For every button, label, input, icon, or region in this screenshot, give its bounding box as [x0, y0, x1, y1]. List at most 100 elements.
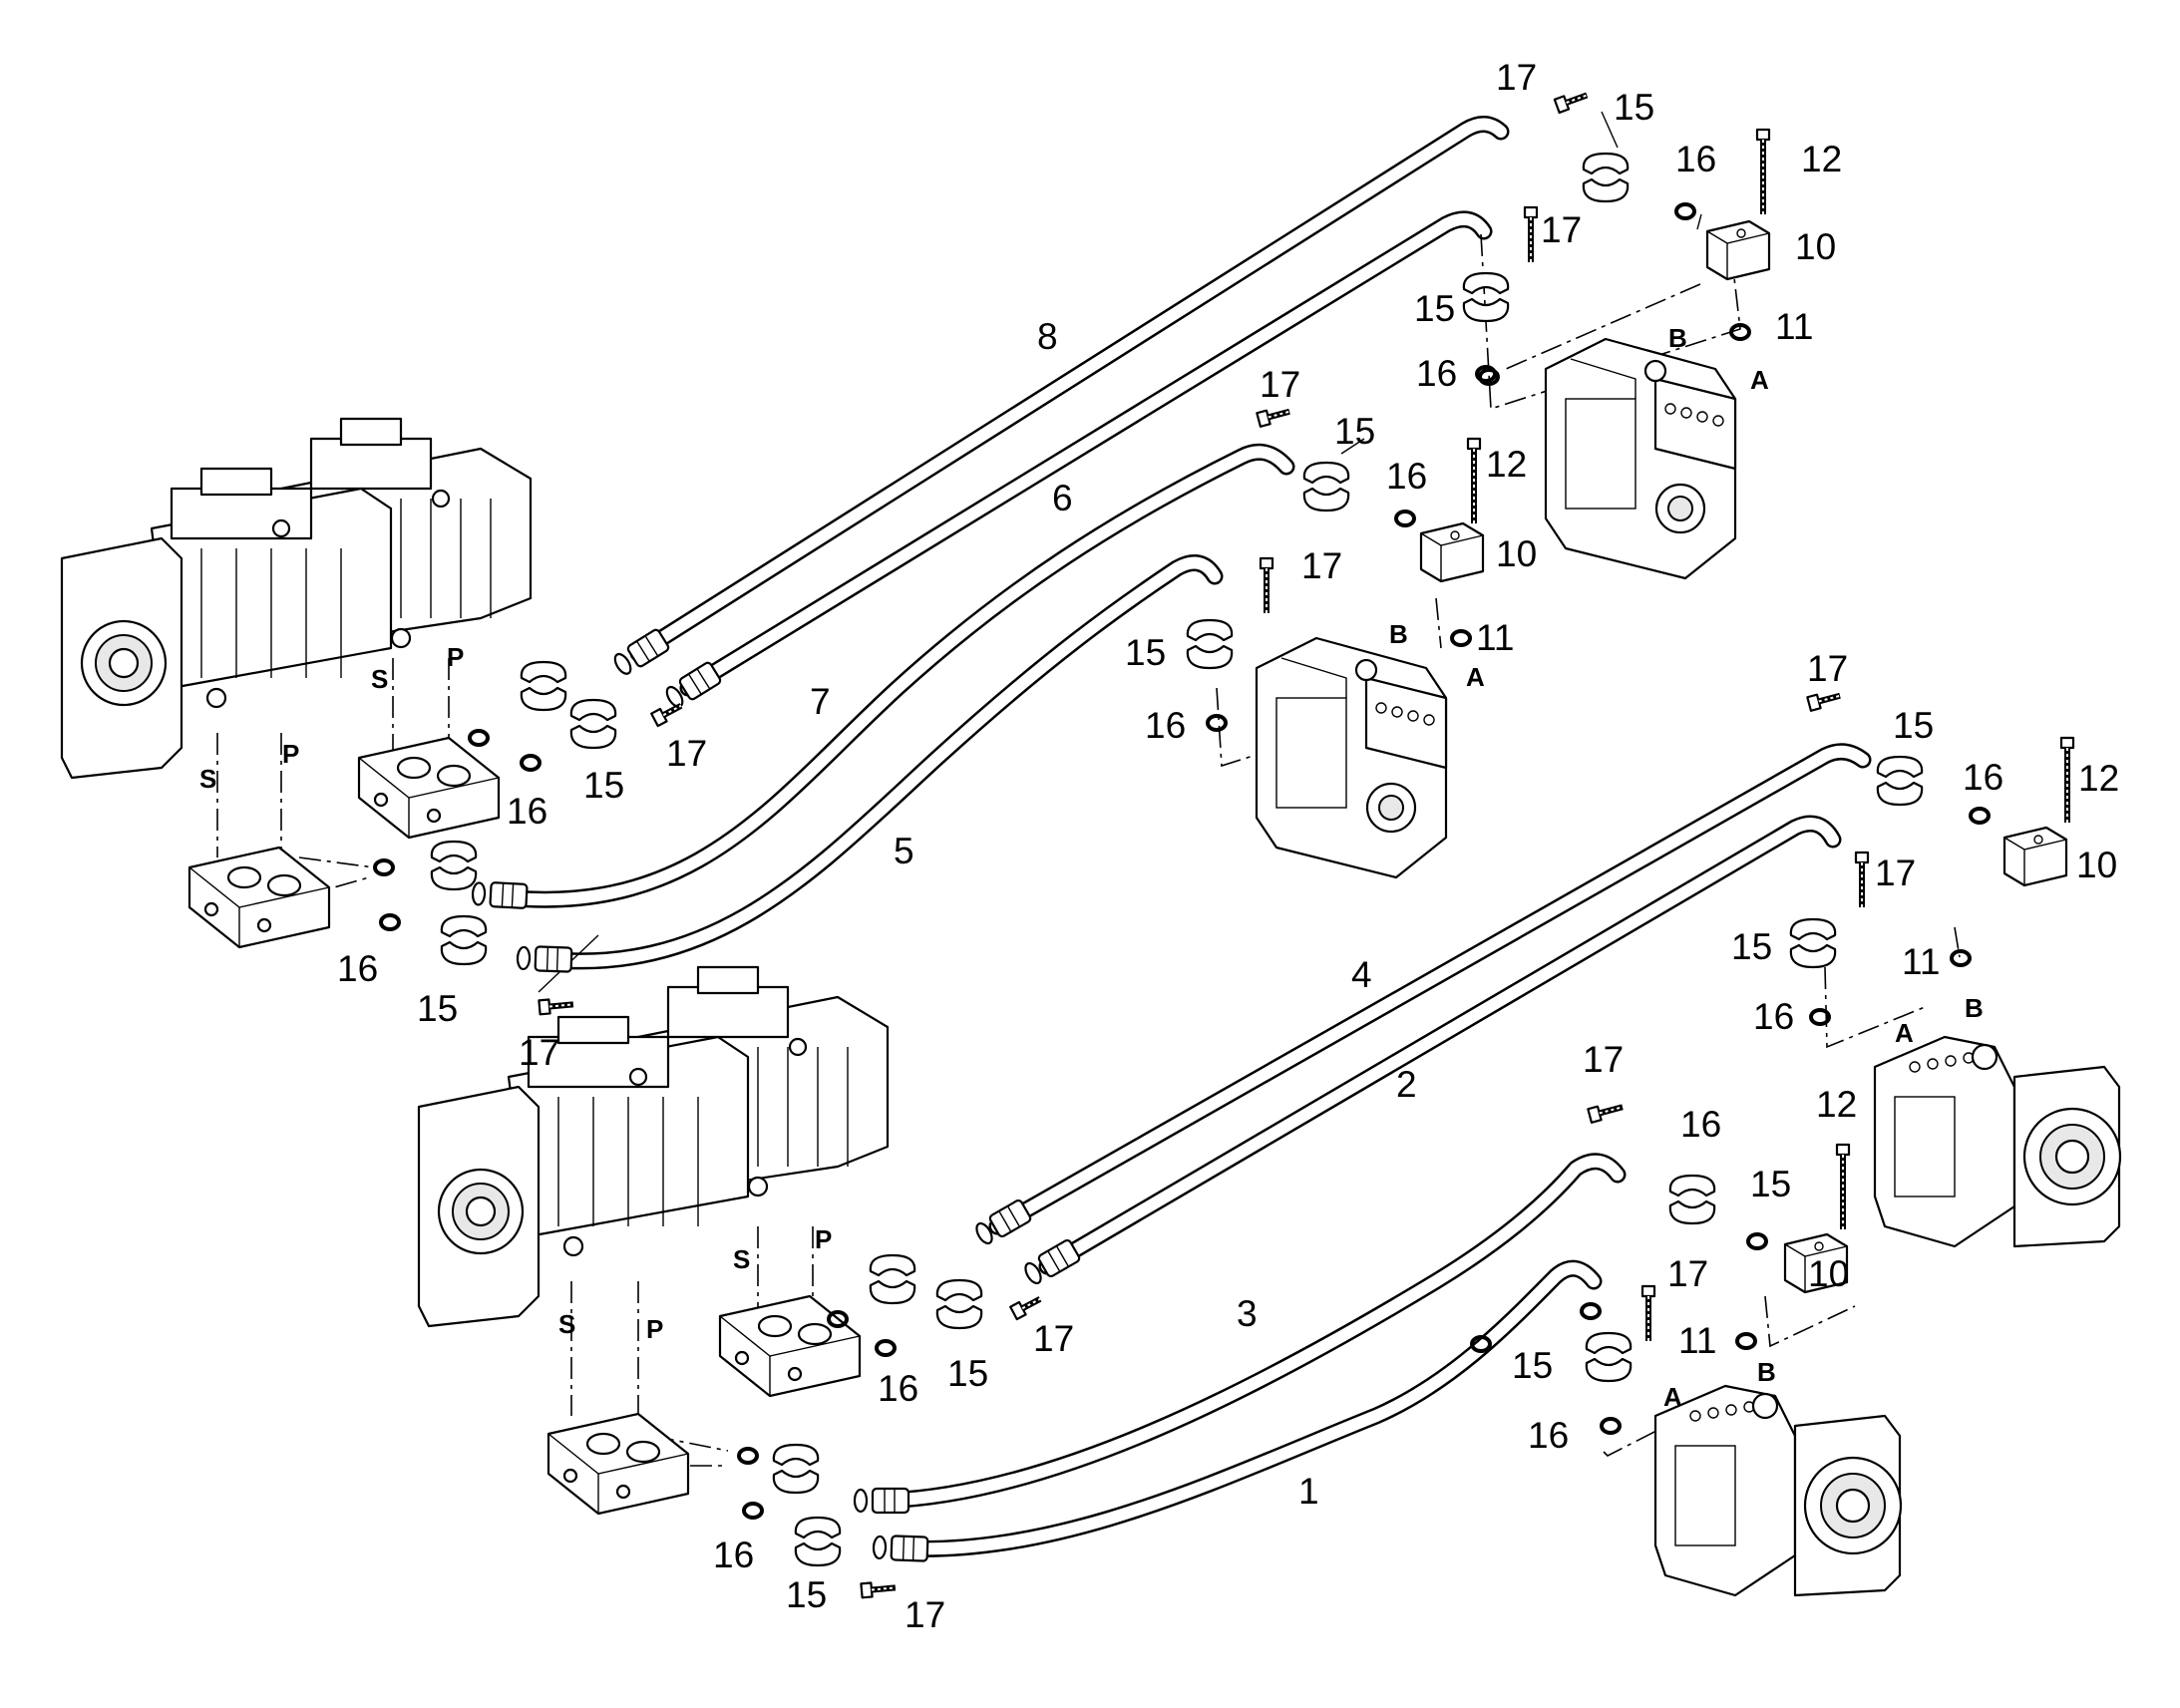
block-10-a	[1705, 219, 1771, 281]
port-label-S-pS4: S	[733, 1244, 750, 1274]
hose-5	[535, 554, 1224, 970]
hose-3-fitting	[853, 1487, 910, 1515]
callout-15-c15f: 15	[417, 988, 458, 1029]
motor-right-lower	[1653, 1384, 1903, 1597]
clamp-15-9	[1876, 755, 1924, 807]
callout-17-c17j: 17	[1667, 1253, 1708, 1294]
callout-16-c16j: 16	[1528, 1415, 1569, 1456]
hose-7-fitting	[471, 881, 529, 909]
clamp-15-12	[935, 1278, 983, 1330]
o-ring-11	[379, 913, 401, 931]
manifold-block-2	[187, 846, 331, 949]
hose-5-fitting	[516, 945, 573, 973]
callout-16-c16a: 16	[1675, 139, 1716, 179]
port-label-P-pP3: P	[646, 1314, 663, 1344]
o-ring-9	[520, 754, 542, 772]
assembly-line-17	[1824, 966, 1926, 1049]
port-label-A-pA3: A	[1895, 1018, 1914, 1048]
clamp-15-1	[1582, 152, 1630, 203]
block-10-b	[1419, 521, 1485, 583]
o-ring-13	[1950, 949, 1972, 967]
o-ring-2	[1729, 323, 1751, 341]
long-bolt-6	[1259, 556, 1274, 613]
hose-8	[629, 116, 1510, 662]
port-label-S-pS2: S	[371, 664, 388, 694]
clamp-15-16	[1585, 1331, 1633, 1383]
callout-1-c1: 1	[1298, 1471, 1319, 1512]
assembly-line-16	[1435, 597, 1442, 649]
callout-2-c2: 2	[1396, 1064, 1417, 1105]
motor-right-upper	[1873, 1035, 2122, 1248]
long-bolt-7	[1854, 851, 1870, 907]
o-ring-19	[1746, 1232, 1768, 1250]
callout-17-c17e: 17	[666, 733, 707, 774]
callout-15-c15i: 15	[1750, 1164, 1791, 1204]
clamp-15-15	[1668, 1174, 1716, 1225]
assembly-line-18	[1954, 926, 1961, 958]
clamp-15-5	[520, 660, 567, 712]
long-bolt-4	[1835, 1143, 1851, 1229]
callout-8-c8: 8	[1037, 316, 1058, 357]
o-ring-4	[1394, 510, 1416, 527]
port-label-S-pS3: S	[558, 1309, 575, 1339]
manifold-block-3	[718, 1294, 862, 1398]
callout-17-c17i: 17	[1583, 1039, 1624, 1080]
callout-15-c15g: 15	[1893, 705, 1934, 746]
o-ring-20	[1735, 1332, 1757, 1350]
callout-15-c15a: 15	[1614, 87, 1654, 128]
o-ring-6	[1206, 714, 1228, 732]
o-ring-18	[742, 1502, 764, 1520]
block-10-c	[2002, 826, 2068, 887]
port-label-B-pB1: B	[1668, 323, 1687, 353]
component-parts	[60, 92, 2122, 1599]
bolt-17-3	[650, 703, 683, 728]
o-ring-10	[373, 858, 395, 876]
callout-15-c15j: 15	[1512, 1345, 1553, 1386]
block-10-d	[1783, 1232, 1849, 1294]
long-bolt-3	[2059, 736, 2075, 823]
callout-12-c12c: 12	[2078, 758, 2119, 799]
manifold-block-1	[357, 736, 501, 840]
callout-15-c15c: 15	[1334, 411, 1375, 452]
callout-17-c17k: 17	[1033, 1318, 1074, 1359]
callout-11-c11a: 11	[1775, 306, 1813, 347]
callout-10-c10b: 10	[1496, 533, 1537, 574]
callout-7-c7: 7	[810, 681, 831, 722]
callout-11-c11d: 11	[1678, 1320, 1716, 1361]
long-bolt-2	[1466, 437, 1482, 523]
hose-2	[1038, 815, 1842, 1275]
callout-16-c16b: 16	[1416, 353, 1457, 394]
callout-16-c16d: 16	[1145, 705, 1186, 746]
callout-11-c11c: 11	[1902, 941, 1940, 982]
clamp-15-6	[569, 698, 617, 750]
clamp-15-11	[869, 1253, 916, 1305]
callout-17-c17d: 17	[1301, 545, 1342, 586]
hose-4-fitting	[975, 1198, 1032, 1245]
callout-15-c15k: 15	[947, 1353, 988, 1394]
manifold-block-4	[546, 1412, 690, 1516]
o-ring-1	[1674, 202, 1696, 220]
callout-15-c15b: 15	[1414, 288, 1455, 329]
callout-15-c15d: 15	[1125, 632, 1166, 673]
callout-16-c16c: 16	[1386, 456, 1427, 497]
port-label-P-pP2: P	[447, 642, 464, 672]
hose-4	[988, 743, 1872, 1235]
callout-12-c12d: 12	[1816, 1084, 1857, 1125]
long-bolt-1	[1755, 128, 1771, 214]
callout-10-c10a: 10	[1795, 226, 1836, 267]
tandem-pump-upper	[60, 417, 533, 780]
bolt-17-6	[1009, 1296, 1042, 1321]
callout-4-c4: 4	[1351, 954, 1372, 995]
callout-17-c17h: 17	[1875, 853, 1916, 893]
bolt-17-4	[538, 998, 574, 1016]
callout-10-c10d: 10	[1808, 1253, 1849, 1294]
callout-16-c16g: 16	[1963, 757, 2003, 798]
o-ring-23	[1580, 1302, 1602, 1320]
callout-17-c17f: 17	[519, 1032, 559, 1073]
callout-12-c12b: 12	[1486, 444, 1527, 485]
hose-7	[495, 443, 1295, 908]
hose-6-fitting	[665, 661, 722, 708]
assembly-line-14	[1505, 283, 1701, 370]
callout-17-c17g: 17	[1807, 648, 1848, 689]
long-bolt-5	[1523, 205, 1539, 262]
